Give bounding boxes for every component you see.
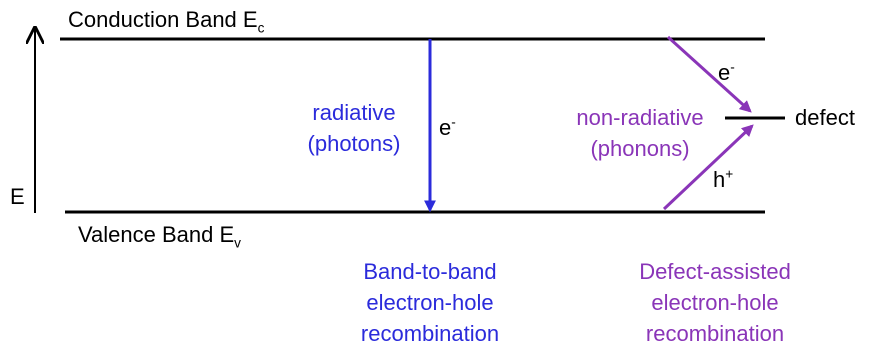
defect-assisted-caption-line1: Defect-assisted — [639, 259, 791, 284]
defect-assisted-caption-line2: electron-hole — [651, 290, 779, 315]
defect-assisted-caption-line3: recombination — [645, 321, 785, 346]
radiative-mechanism-line1: radiative — [312, 100, 396, 125]
band-to-band-caption-line2: electron-hole — [366, 290, 494, 315]
band-to-band-caption-line1: Band-to-band — [363, 259, 497, 284]
band-to-band-caption: Band-to-band electron-hole recombination — [320, 256, 540, 349]
hole-capture-arrow — [662, 124, 754, 211]
radiative-mechanism-line2: (photons) — [307, 131, 401, 156]
conduction-band-label: Conduction Band Ec — [68, 7, 265, 36]
defect-hole-label: h+ — [713, 166, 734, 192]
defect-assisted-caption: Defect-assisted electron-hole recombinat… — [600, 256, 830, 349]
radiative-electron-label: e- — [439, 114, 456, 140]
valence-band-label: Valence Band Ev — [78, 222, 241, 251]
defect-label: defect — [795, 105, 855, 130]
non-radiative-mechanism-label: non-radiative (phonons) — [555, 102, 725, 164]
band-to-band-caption-line3: recombination — [360, 321, 500, 346]
energy-axis-label: E — [10, 184, 25, 209]
electron-capture-arrow — [666, 35, 752, 113]
radiative-mechanism-label: radiative (photons) — [289, 97, 419, 159]
non-radiative-mechanism-line1: non-radiative — [576, 105, 704, 130]
defect-electron-label: e- — [718, 59, 735, 85]
non-radiative-mechanism-line2: (phonons) — [590, 136, 690, 161]
